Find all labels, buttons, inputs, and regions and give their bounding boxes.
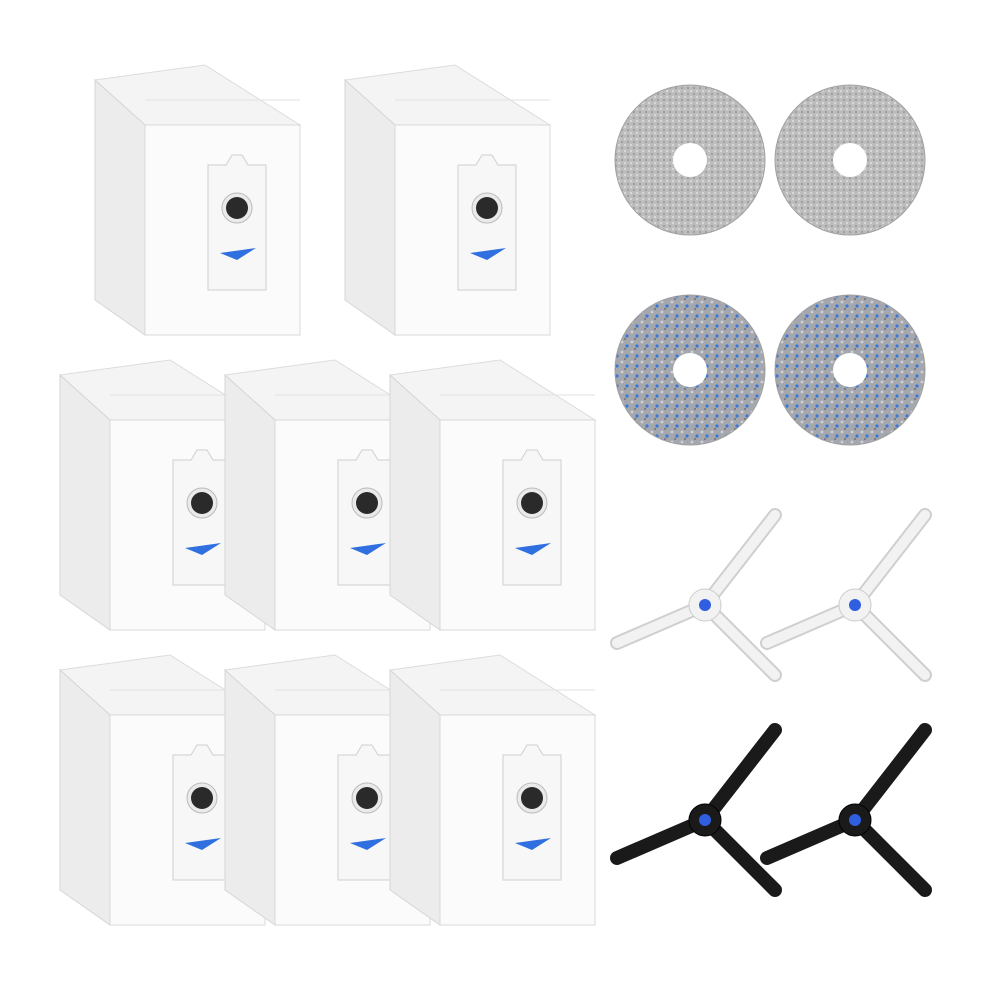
blue-arrow-mark [185,838,221,850]
bag-side [389,668,441,926]
side-brush-black [610,723,782,897]
bag-side [94,78,146,336]
side-brush-white [610,508,782,682]
brush-hub-center [849,814,861,826]
dust-bag [58,359,267,631]
blue-arrow-mark [470,248,506,260]
mop-pad-gray [614,84,766,236]
mop-pad-gray [774,84,926,236]
filter-hole [226,197,248,219]
blue-arrow-mark [350,838,386,850]
bag-side [224,668,276,926]
dust-bag [388,359,597,631]
brush-hub-center [849,599,861,611]
brush-hub-center [699,814,711,826]
dust-bag [93,64,302,336]
blue-arrow-mark [220,248,256,260]
pad-center-hole [673,143,707,177]
side-brush-white [760,508,932,682]
filter-hole [191,492,213,514]
filter-hole [476,197,498,219]
pad-center-hole [833,143,867,177]
pad-center-hole [673,353,707,387]
mop-pad-blue [614,294,766,446]
blue-arrow-mark [515,543,551,555]
pad-center-hole [833,353,867,387]
filter-hole [356,787,378,809]
filter-hole [521,787,543,809]
brush-hub-center [699,599,711,611]
dust-bag [388,654,597,926]
filter-hole [191,787,213,809]
filter-hole [521,492,543,514]
blue-arrow-mark [185,543,221,555]
dust-bag [343,64,552,336]
side-brush-black [760,723,932,897]
bag-side [224,373,276,631]
blue-arrow-mark [515,838,551,850]
bag-side [389,373,441,631]
filter-hole [356,492,378,514]
bag-side [59,373,111,631]
blue-arrow-mark [350,543,386,555]
bag-side [59,668,111,926]
bag-side [344,78,396,336]
mop-pad-blue [774,294,926,446]
